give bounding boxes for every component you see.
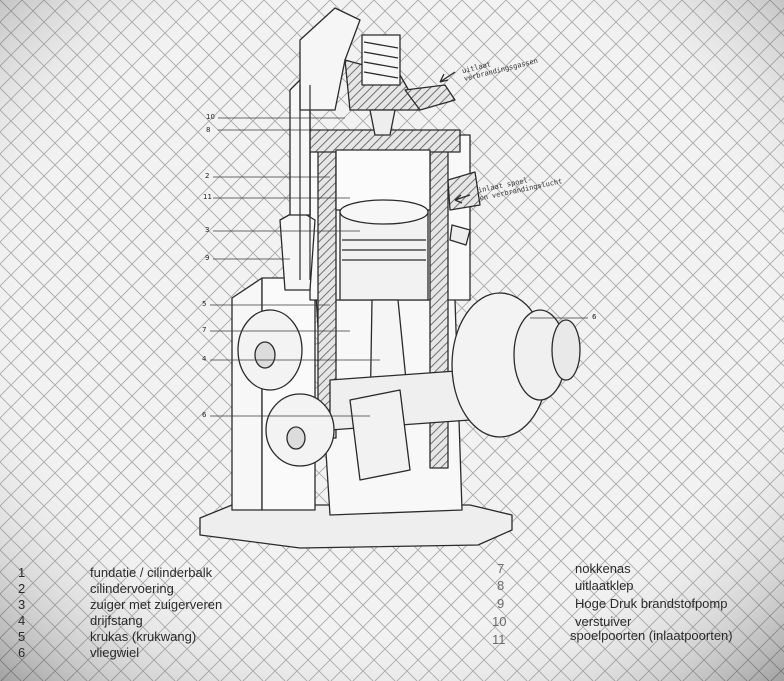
part-marker-10: 10: [206, 113, 215, 121]
legend-label: vliegwiel: [90, 645, 140, 660]
legend-label: fundatie / cilinderbalk: [90, 565, 213, 580]
legend-num: 3: [18, 597, 26, 612]
legend-label: uitlaatklep: [575, 578, 634, 593]
part-marker-3: 3: [205, 226, 210, 234]
legend-label: zuiger met zuigerveren: [90, 597, 223, 612]
legend-label: cilindervoering: [90, 581, 174, 596]
part-marker-9: 9: [205, 254, 210, 262]
legend-num: 8: [497, 578, 505, 593]
legend-num: 6: [18, 645, 26, 660]
legend-num: 2: [18, 581, 26, 596]
legend-num: 9: [497, 596, 505, 611]
legend-num: 7: [497, 561, 505, 576]
part-marker-4: 4: [202, 355, 207, 363]
legend-label: spoelpoorten (inlaatpoorten): [570, 628, 733, 643]
legend-num: 4: [18, 613, 26, 628]
legend-label: nokkenas: [575, 561, 631, 576]
legend-label: verstuiver: [575, 614, 632, 629]
part-marker-11: 11: [203, 193, 212, 201]
legend-label: krukas (krukwang): [90, 629, 197, 644]
part-marker-5: 5: [202, 300, 207, 308]
legend-num: 1: [18, 565, 26, 580]
legend-num: 10: [492, 614, 507, 629]
part-marker-2: 2: [205, 172, 210, 180]
part-marker-6-right: 6: [592, 313, 597, 321]
part-marker-8-top: 8: [206, 126, 211, 134]
legend-label: Hoge Druk brandstofpomp: [575, 596, 728, 611]
legend-num: 5: [18, 629, 26, 644]
part-marker-6-left: 6: [202, 411, 207, 419]
legend-label: drijfstang: [90, 613, 143, 628]
legend-num: 11: [492, 632, 506, 647]
part-marker-7: 7: [202, 326, 207, 334]
